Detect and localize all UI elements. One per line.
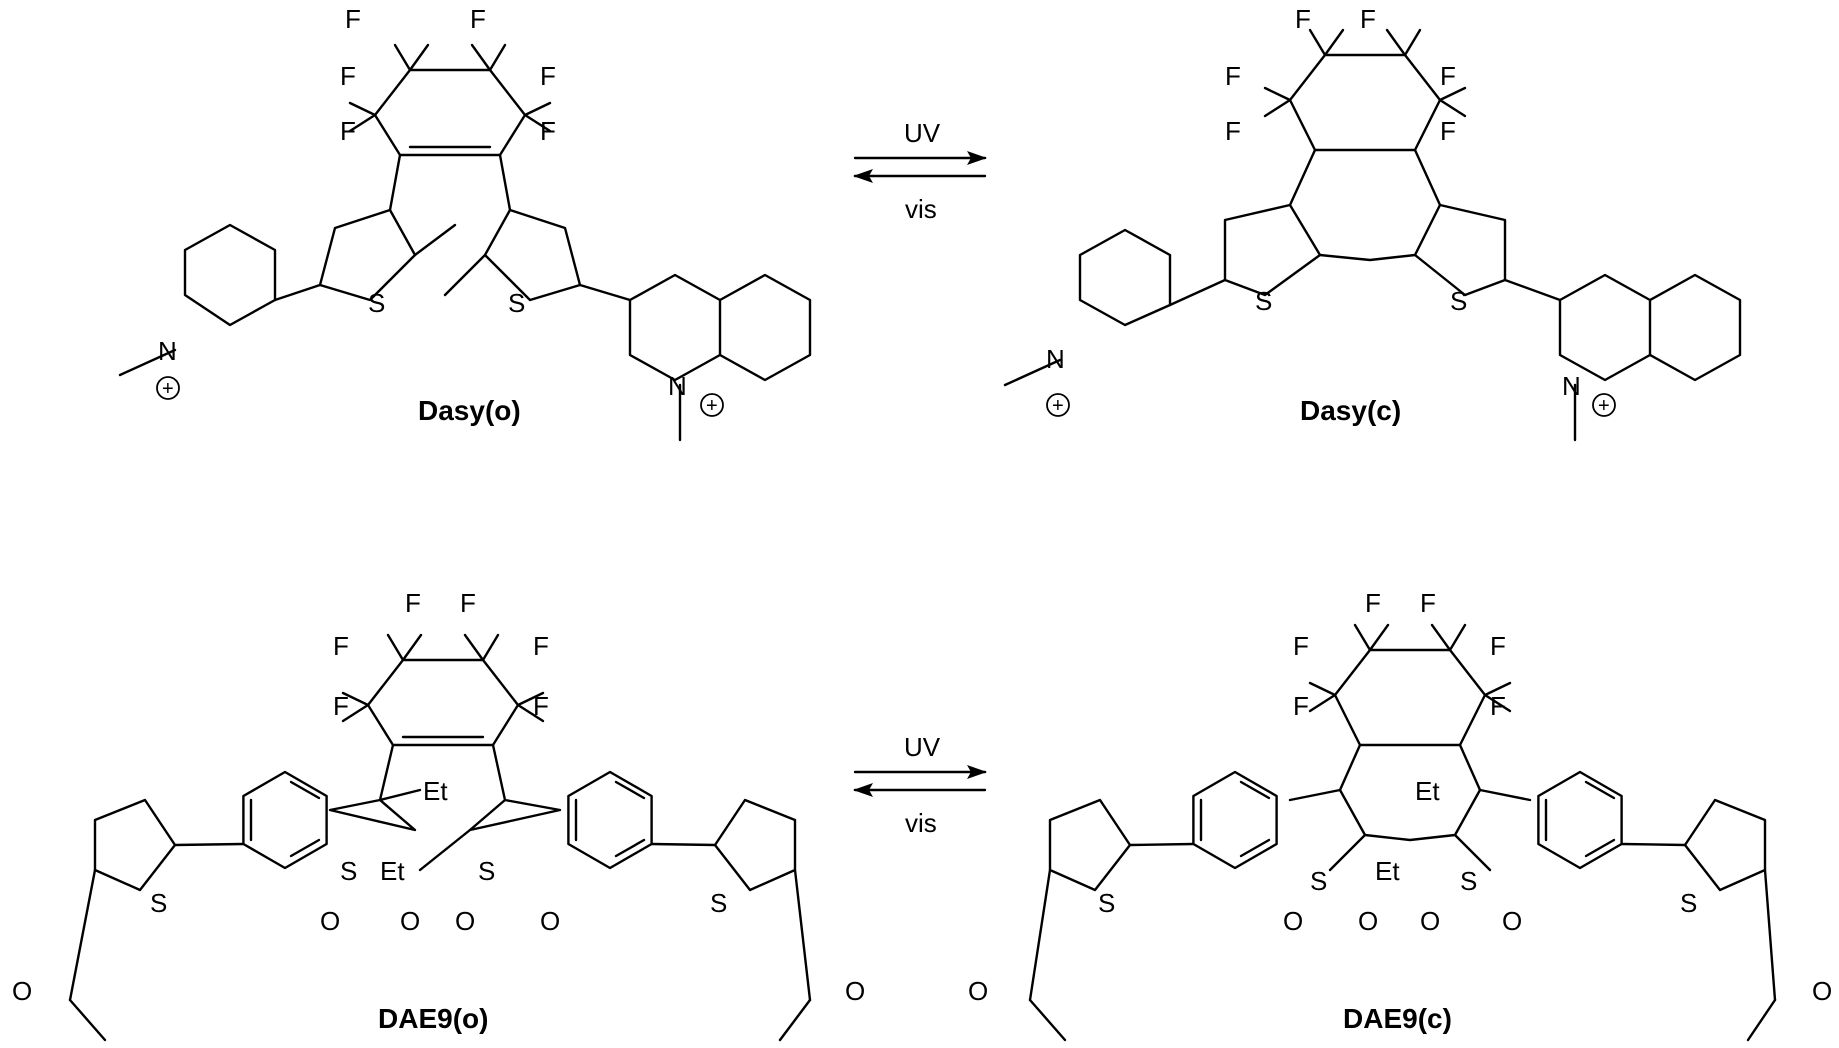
atom-S: S (368, 288, 385, 318)
atom-F: F (540, 116, 556, 146)
atom-F: F (333, 691, 349, 721)
atom-S: S (150, 888, 167, 918)
atom-F: F (1490, 691, 1506, 721)
charge-plus: + (1052, 395, 1064, 417)
dasy-open-structure: F F F F F F S N + S N + Dasy(o) (118, 4, 812, 442)
arrow-label-uv: UV (904, 732, 941, 762)
atom-O: O (540, 906, 560, 936)
atom-Et: Et (423, 776, 448, 806)
charge-plus: + (1598, 395, 1610, 417)
atom-F: F (1360, 4, 1376, 34)
arrow-label-vis: vis (905, 194, 937, 224)
atom-F: F (533, 691, 549, 721)
atom-F: F (1440, 116, 1456, 146)
atom-S: S (1460, 866, 1477, 896)
atom-O: O (845, 976, 865, 1006)
charge-plus: + (162, 378, 174, 400)
atom-F: F (460, 588, 476, 618)
atom-O: O (1358, 906, 1378, 936)
arrow-label-vis: vis (905, 808, 937, 838)
atom-F: F (1440, 61, 1456, 91)
atom-F: F (405, 588, 421, 618)
atom-O: O (1420, 906, 1440, 936)
atom-S: S (340, 856, 357, 886)
atom-F: F (1293, 691, 1309, 721)
atom-Et: Et (1415, 776, 1440, 806)
atom-Et: Et (1375, 856, 1400, 886)
dae9-closed-structure: F F F F F F Et Et S S O O O O S O S O DA… (968, 588, 1832, 1042)
equilibrium-arrows-top: UV vis (851, 118, 989, 224)
atom-O: O (12, 976, 32, 1006)
label-dae9-closed: DAE9(c) (1343, 1003, 1452, 1034)
atom-S: S (508, 288, 525, 318)
dae9-open-structure: F F F F F F Et Et S S O O O O S O S O DA… (12, 588, 865, 1042)
atom-F: F (1225, 61, 1241, 91)
atom-F: F (1420, 588, 1436, 618)
label-dasy-open: Dasy(o) (418, 395, 521, 426)
atom-F: F (1293, 631, 1309, 661)
atom-F: F (470, 4, 486, 34)
atom-O: O (320, 906, 340, 936)
atom-F: F (540, 61, 556, 91)
atom-S: S (1680, 888, 1697, 918)
atom-F: F (533, 631, 549, 661)
atom-O: O (968, 976, 988, 1006)
atom-F: F (340, 61, 356, 91)
atom-O: O (1812, 976, 1832, 1006)
atom-O: O (1502, 906, 1522, 936)
atom-N: N (1046, 344, 1065, 374)
charge-plus: + (706, 395, 718, 417)
atom-F: F (1490, 631, 1506, 661)
atom-O: O (1283, 906, 1303, 936)
atom-O: O (455, 906, 475, 936)
atom-S: S (478, 856, 495, 886)
atom-S: S (710, 888, 727, 918)
atom-S: S (1310, 866, 1327, 896)
atom-O: O (400, 906, 420, 936)
equilibrium-arrows-bottom: UV vis (851, 732, 989, 838)
atom-N: N (668, 371, 687, 401)
atom-F: F (1225, 116, 1241, 146)
atom-F: F (333, 631, 349, 661)
atom-Et: Et (380, 856, 405, 886)
label-dae9-open: DAE9(o) (378, 1003, 488, 1034)
atom-F: F (1365, 588, 1381, 618)
arrow-label-uv: UV (904, 118, 941, 148)
atom-N: N (1562, 371, 1581, 401)
atom-F: F (1295, 4, 1311, 34)
dasy-closed-structure: F F F F F F S S N + N + Dasy(c) (1003, 4, 1742, 442)
atom-S: S (1450, 286, 1467, 316)
atom-F: F (345, 4, 361, 34)
atom-N: N (158, 336, 177, 366)
atom-S: S (1255, 286, 1272, 316)
atom-F: F (340, 116, 356, 146)
atom-S: S (1098, 888, 1115, 918)
label-dasy-closed: Dasy(c) (1300, 395, 1401, 426)
